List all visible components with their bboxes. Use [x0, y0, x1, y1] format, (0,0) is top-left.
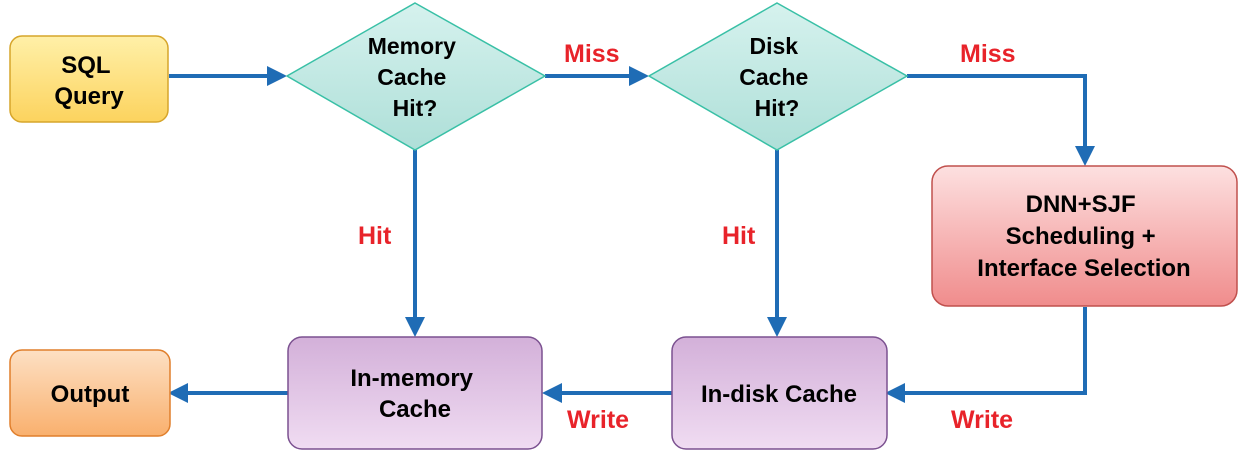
- node-output: Output: [9, 349, 171, 437]
- dnn-sjf-line-2: Scheduling +: [1006, 223, 1156, 250]
- memory-cache-hit-diamond: [285, 2, 547, 151]
- node-dnn-sjf-scheduling: DNN+SJF Scheduling + Interface Selection: [931, 165, 1238, 307]
- sql-query-line-1: SQL: [61, 52, 110, 79]
- svg-text:Output: Output: [51, 381, 130, 408]
- svg-text:In-disk Cache: In-disk Cache: [701, 381, 857, 408]
- node-sql-query: SQL Query: [9, 35, 169, 123]
- svg-text:In-memory Cache: In-memory Cache: [350, 365, 479, 423]
- write-to-disk-label: Write: [951, 406, 1013, 434]
- disk-hit-label: Hit: [722, 222, 756, 250]
- disk-miss-label: Miss: [960, 40, 1016, 68]
- in-memory-cache-line-2: Cache: [379, 396, 451, 423]
- in-memory-cache-box: [287, 336, 543, 450]
- memory-cache-hit-line-3: Hit?: [393, 95, 438, 121]
- dnn-sjf-line-1: DNN+SJF: [1026, 191, 1136, 218]
- output-line-1: Output: [51, 381, 130, 408]
- edge-labels: Miss Miss Hit Hit Write Write: [358, 40, 1016, 434]
- node-disk-cache-hit: Disk Cache Hit?: [647, 2, 909, 151]
- svg-text:Memory Cache H: Memory Cache Hit?: [368, 33, 463, 121]
- disk-cache-hit-line-2: Cache: [739, 64, 808, 90]
- memory-hit-label: Hit: [358, 222, 392, 250]
- node-in-disk-cache: In-disk Cache: [671, 336, 888, 450]
- memory-miss-label: Miss: [564, 40, 620, 68]
- sql-query-line-2: Query: [54, 83, 124, 110]
- memory-cache-hit-line-1: Memory: [368, 33, 456, 59]
- svg-text:DNN+SJF Scheduling +: DNN+SJF Scheduling + Interface Selection: [977, 191, 1190, 282]
- memory-cache-hit-line-2: Cache: [377, 64, 446, 90]
- dnn-sjf-line-3: Interface Selection: [977, 255, 1190, 282]
- in-memory-cache-line-1: In-memory: [350, 365, 473, 392]
- svg-text:SQL Query: SQL Query: [54, 52, 124, 110]
- arrow-dnn-write-to-in-disk-cache: [885, 307, 1087, 403]
- output-box: [9, 349, 171, 437]
- edges: [168, 66, 1095, 403]
- svg-text:Disk Cache Hit: Disk Cache Hit?: [739, 33, 814, 121]
- dnn-sjf-box: [931, 165, 1238, 307]
- arrow-disk-miss-to-dnn: [907, 74, 1095, 166]
- sql-query-box: [9, 35, 169, 123]
- disk-cache-hit-line-1: Disk: [750, 33, 799, 59]
- node-in-memory-cache: In-memory Cache: [287, 336, 543, 450]
- disk-cache-hit-line-3: Hit?: [755, 95, 800, 121]
- in-disk-cache-box: [671, 336, 888, 450]
- disk-cache-hit-diamond: [647, 2, 909, 151]
- node-memory-cache-hit: Memory Cache Hit?: [285, 2, 547, 151]
- in-disk-cache-line-1: In-disk Cache: [701, 381, 857, 408]
- write-to-memory-label: Write: [567, 406, 629, 434]
